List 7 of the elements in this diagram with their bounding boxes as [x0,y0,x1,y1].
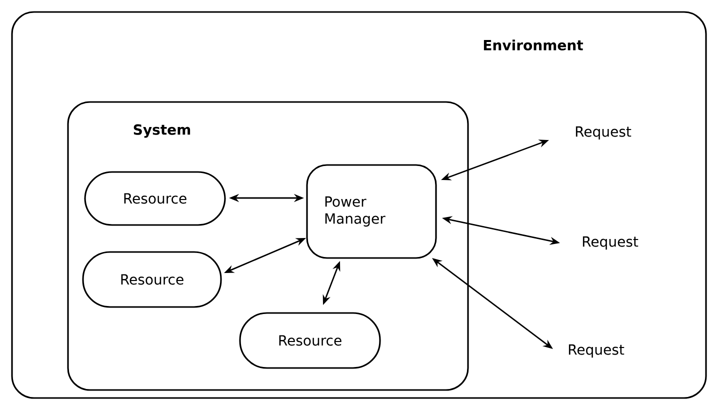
resource-box: Resource [239,312,381,369]
manager-box: Power Manager [306,164,437,259]
request-label: Request [576,126,632,140]
request-label: Request [582,236,638,250]
request-label: Request [568,344,624,358]
resource-box: Resource [84,171,226,226]
resource-box: Resource [82,251,222,308]
